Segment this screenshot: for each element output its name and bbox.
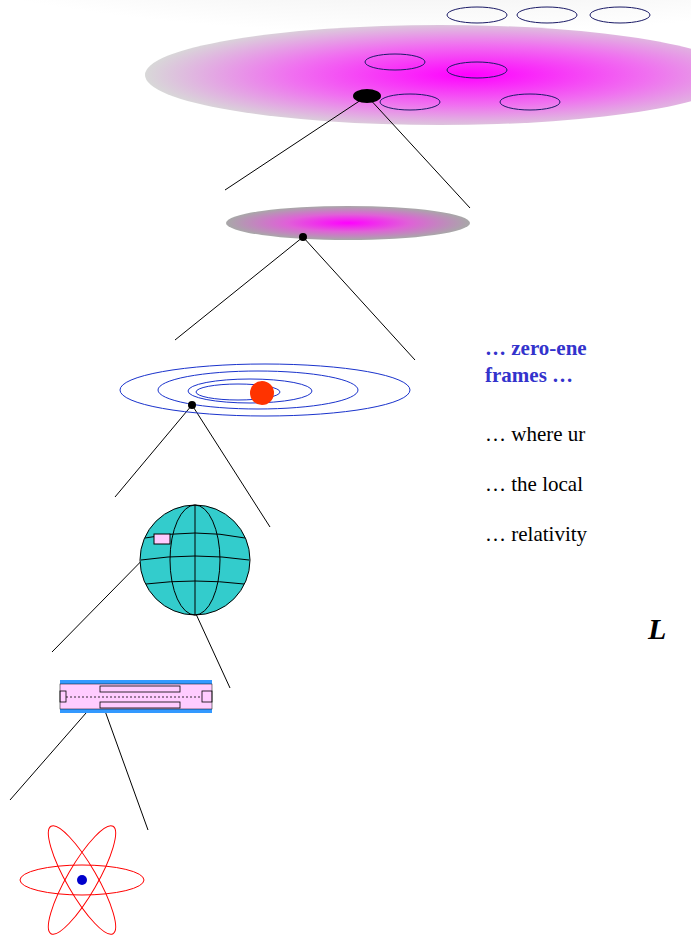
sun bbox=[250, 381, 274, 405]
formula-letter: L bbox=[648, 614, 666, 644]
lab-parts bbox=[60, 686, 212, 708]
sun-position-dot bbox=[299, 233, 307, 241]
electron-orbits bbox=[20, 819, 144, 939]
galaxy-cluster bbox=[145, 7, 691, 125]
atom bbox=[20, 819, 144, 939]
lab-housing bbox=[60, 680, 212, 713]
laboratory bbox=[60, 680, 212, 713]
bullet-note: … relativity bbox=[485, 524, 587, 545]
earth-globe bbox=[140, 505, 250, 615]
zoom-lines bbox=[10, 96, 470, 830]
galaxy bbox=[226, 206, 470, 241]
galaxy-disk bbox=[226, 206, 470, 240]
orbits bbox=[120, 364, 410, 416]
heading-note: frames … bbox=[485, 365, 573, 386]
cluster-disk bbox=[145, 25, 691, 125]
heading-note: … zero-ene bbox=[485, 338, 587, 359]
lab-interior bbox=[60, 684, 212, 709]
cluster-galaxies bbox=[365, 7, 650, 110]
nucleus bbox=[77, 875, 87, 885]
lab-location bbox=[154, 534, 170, 544]
solar-system bbox=[120, 364, 410, 416]
bullet-note: … where ur bbox=[485, 424, 585, 445]
globe-grid bbox=[141, 505, 249, 615]
globe bbox=[140, 505, 250, 615]
bullet-note: … the local bbox=[485, 474, 583, 495]
earth-position-dot bbox=[188, 401, 196, 409]
